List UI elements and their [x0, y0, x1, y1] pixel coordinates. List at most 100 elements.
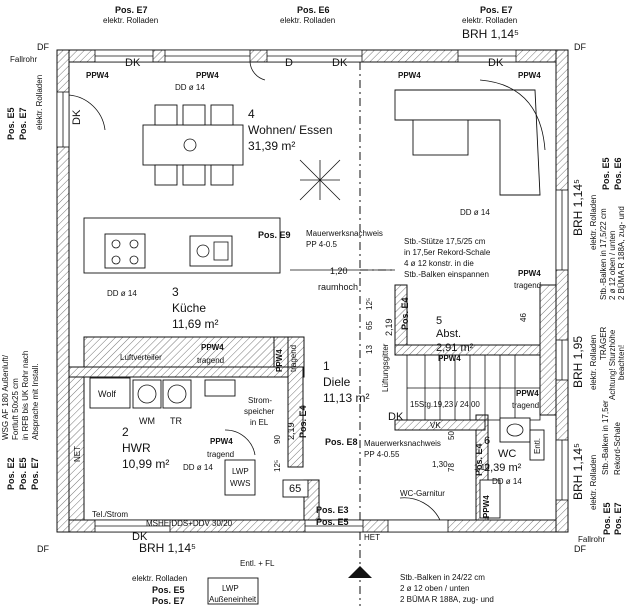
svg-text:PPW4: PPW4	[196, 71, 219, 80]
svg-text:MSHE DDS+DDV 30/20: MSHE DDS+DDV 30/20	[146, 519, 233, 528]
room-name-abst: Abst.	[436, 328, 461, 340]
svg-text:Stb.-Balken in 17,5/22 cm: Stb.-Balken in 17,5/22 cm	[599, 208, 608, 300]
svg-text:Pos. E3: Pos. E3	[316, 505, 349, 515]
svg-text:PPW4: PPW4	[86, 71, 109, 80]
svg-text:LWP: LWP	[222, 584, 239, 593]
room-number-wc: 6	[484, 435, 490, 447]
svg-text:WWS: WWS	[230, 479, 250, 488]
svg-text:tragend: tragend	[197, 356, 224, 365]
svg-text:Pos. E4: Pos. E4	[474, 443, 484, 476]
svg-text:VK: VK	[430, 421, 441, 430]
room-area-wohnen: 31,39 m²	[248, 139, 295, 153]
svg-text:13: 13	[365, 345, 374, 354]
svg-text:Stb.-Balken in 17,5er: Stb.-Balken in 17,5er	[601, 400, 610, 475]
svg-text:1,20: 1,20	[330, 266, 348, 276]
svg-text:DK: DK	[388, 411, 404, 423]
svg-text:raumhoch: raumhoch	[318, 282, 358, 292]
svg-text:50: 50	[447, 431, 456, 440]
svg-text:in EL: in EL	[250, 418, 269, 427]
svg-text:Tel./Strom: Tel./Strom	[92, 510, 128, 519]
wc-fixtures	[479, 417, 545, 519]
svg-text:WSG AF 180 Außenluft/: WSG AF 180 Außenluft/	[1, 354, 10, 440]
svg-text:Pos. E7: Pos. E7	[152, 596, 185, 606]
hwr-fixtures	[89, 377, 309, 605]
svg-text:DF: DF	[574, 42, 586, 52]
svg-text:Stb.-Stütze 17,5/25 cm: Stb.-Stütze 17,5/25 cm	[404, 237, 486, 246]
svg-text:tragend: tragend	[512, 401, 539, 410]
room-number-wohnen: 4	[248, 107, 255, 121]
svg-text:Pos. E7: Pos. E7	[115, 5, 148, 15]
svg-text:Pos. E7: Pos. E7	[480, 5, 513, 15]
structural-lines	[290, 62, 395, 520]
svg-text:Fallrohr: Fallrohr	[10, 55, 37, 64]
svg-text:tragend: tragend	[207, 450, 234, 459]
svg-text:beachten!: beachten!	[617, 345, 626, 380]
svg-text:Stb.-Balken in 24/22 cm: Stb.-Balken in 24/22 cm	[400, 573, 485, 582]
svg-text:Pos. E5: Pos. E5	[152, 585, 185, 595]
svg-text:2 BÜMA R 188A, zug- und: 2 BÜMA R 188A, zug- und	[400, 595, 494, 604]
svg-text:Pos. E9: Pos. E9	[258, 230, 291, 240]
svg-text:2 ø 12 oben / unten: 2 ø 12 oben / unten	[608, 231, 617, 300]
svg-text:Strom-: Strom-	[248, 396, 272, 405]
svg-text:46: 46	[519, 313, 528, 322]
position-labels: Pos. E7 elektr. Rolladen Pos. E6 elektr.…	[1, 5, 626, 606]
svg-text:Entl. + FL: Entl. + FL	[240, 559, 275, 568]
svg-text:elektr. Rolladen: elektr. Rolladen	[103, 16, 158, 25]
svg-text:Lüftungsgitter: Lüftungsgitter	[381, 343, 390, 392]
room-name-kueche: Küche	[172, 301, 206, 315]
svg-text:HET: HET	[364, 533, 380, 542]
svg-text:DD ø 14: DD ø 14	[460, 208, 490, 217]
svg-text:1,30: 1,30	[432, 460, 448, 469]
svg-text:PPW4: PPW4	[518, 269, 541, 278]
svg-text:BRH 1,95: BRH 1,95	[571, 336, 585, 388]
svg-text:BRH 1,14⁵: BRH 1,14⁵	[462, 27, 519, 41]
svg-text:PPW4: PPW4	[398, 71, 421, 80]
svg-text:LWP: LWP	[232, 467, 249, 476]
svg-text:Wolf: Wolf	[98, 389, 116, 399]
svg-text:in RFB bis UK Rohr nach: in RFB bis UK Rohr nach	[21, 351, 30, 440]
svg-text:PPW4: PPW4	[516, 389, 539, 398]
svg-text:DF: DF	[37, 42, 49, 52]
svg-text:DK: DK	[488, 57, 504, 69]
svg-text:2,19: 2,19	[384, 318, 394, 336]
svg-text:elektr. Rolladen: elektr. Rolladen	[589, 195, 598, 250]
svg-text:Pos. E4: Pos. E4	[400, 297, 410, 330]
svg-text:Luftverteiler: Luftverteiler	[120, 353, 162, 362]
room-number-kueche: 3	[172, 285, 179, 299]
svg-text:Pos. E4: Pos. E4	[298, 405, 308, 438]
svg-text:NET: NET	[73, 446, 82, 462]
svg-text:DF: DF	[37, 544, 49, 554]
svg-text:12⁵: 12⁵	[273, 460, 282, 472]
svg-text:15Stg.19,23 / 24,00: 15Stg.19,23 / 24,00	[410, 400, 480, 409]
svg-text:in 17,5er Rekord-Schale: in 17,5er Rekord-Schale	[404, 248, 491, 257]
svg-text:1,10: 1,10	[474, 463, 490, 472]
door-arcs	[68, 61, 441, 521]
svg-text:Entl.: Entl.	[533, 438, 542, 454]
room-number-diele: 1	[323, 359, 330, 373]
svg-text:4 ø 12 konstr. in die: 4 ø 12 konstr. in die	[404, 259, 474, 268]
svg-text:Mauerwerksnachweis: Mauerwerksnachweis	[306, 229, 383, 238]
room-number-abst: 5	[436, 315, 442, 327]
svg-text:TRÄGER: TRÄGER	[599, 326, 608, 360]
svg-text:Außeneinheit: Außeneinheit	[209, 595, 257, 604]
svg-text:DD ø 14: DD ø 14	[183, 463, 213, 472]
svg-text:PPW4: PPW4	[275, 349, 284, 372]
svg-text:90: 90	[273, 435, 282, 444]
room-area-wc: 2,39 m²	[484, 462, 522, 474]
room-area-diele: 11,13 m²	[323, 391, 369, 405]
svg-text:elektr. Rolladen: elektr. Rolladen	[589, 455, 598, 510]
svg-text:PPW4: PPW4	[210, 437, 233, 446]
svg-text:DD ø 14: DD ø 14	[107, 289, 137, 298]
svg-text:elektr. Rolladen: elektr. Rolladen	[35, 75, 44, 130]
svg-text:DK: DK	[132, 531, 148, 543]
svg-text:Mauerwerksnachweis: Mauerwerksnachweis	[364, 439, 441, 448]
svg-text:65: 65	[365, 321, 374, 330]
window-openings	[56, 49, 569, 533]
svg-text:PPW4: PPW4	[482, 495, 491, 518]
svg-text:Pos. E7: Pos. E7	[18, 107, 28, 140]
svg-text:PPW4: PPW4	[438, 354, 461, 363]
svg-text:Pos. E8: Pos. E8	[325, 437, 358, 447]
staircase	[406, 354, 541, 421]
room-area-abst: 2,91 m²	[436, 342, 474, 354]
svg-text:78: 78	[447, 463, 456, 472]
